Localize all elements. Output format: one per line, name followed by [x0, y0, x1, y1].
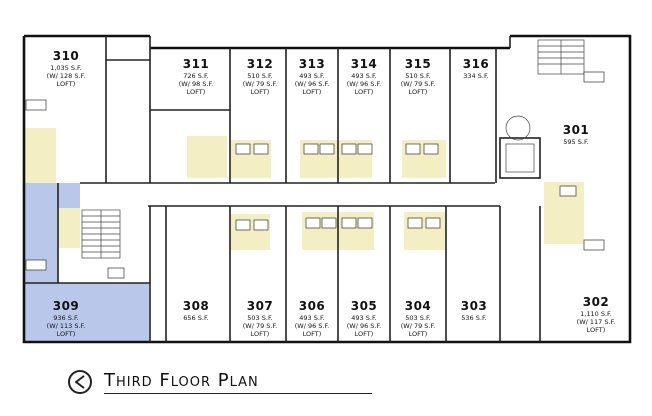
unit-area-306-line1: 493 S.F.: [299, 314, 324, 322]
unit-number-312: 312: [247, 57, 274, 71]
unit-area-309-line2: (W/ 113 S.F.: [47, 322, 86, 330]
unit-area-309-line1: 936 S.F.: [53, 314, 78, 322]
unit-number-306: 306: [299, 299, 326, 313]
elevator-core: [499, 115, 541, 179]
stair-east: [537, 39, 585, 75]
unit-number-304: 304: [405, 299, 432, 313]
unit-area-306-line2: (W/ 96 S.F.: [295, 322, 330, 330]
unit-area-314-line2: (W/ 96 S.F.: [347, 80, 382, 88]
plan-title: Third Floor Plan: [104, 370, 259, 391]
unit-area-311-line3: LOFT): [187, 88, 206, 96]
unit-area-307-line2: (W/ 79 S.F.: [243, 322, 278, 330]
unit-labels: 310 1,035 S.F. (W/ 128 S.F. LOFT) 311 72…: [47, 49, 616, 338]
unit-number-302: 302: [583, 295, 610, 309]
unit-area-308-line1: 656 S.F.: [183, 314, 208, 322]
unit-area-302-line2: (W/ 117 S.F.: [577, 318, 616, 326]
unit-area-307-line1: 503 S.F.: [247, 314, 272, 322]
unit-number-316: 316: [463, 57, 490, 71]
unit-number-309: 309: [53, 299, 80, 313]
unit-area-302-line3: LOFT): [587, 326, 606, 334]
unit-area-315-line3: LOFT): [409, 88, 428, 96]
unit-area-311-line1: 726 S.F.: [183, 72, 208, 80]
unit-area-305-line3: LOFT): [355, 330, 374, 338]
unit-area-310-line3: LOFT): [57, 80, 76, 88]
unit-area-312-line2: (W/ 79 S.F.: [243, 80, 278, 88]
unit-number-315: 315: [405, 57, 432, 71]
unit-area-313-line3: LOFT): [303, 88, 322, 96]
unit-number-313: 313: [299, 57, 326, 71]
stair-west: [81, 209, 121, 259]
unit-area-303-line1: 536 S.F.: [461, 314, 486, 322]
unit-area-315-line1: 510 S.F.: [405, 72, 430, 80]
unit-number-303: 303: [461, 299, 488, 313]
unit-area-316-line1: 334 S.F.: [463, 72, 488, 80]
unit-number-314: 314: [351, 57, 378, 71]
unit-area-304-line1: 503 S.F.: [405, 314, 430, 322]
unit-area-307-line3: LOFT): [251, 330, 270, 338]
unit-number-311: 311: [183, 57, 210, 71]
title-underline: [104, 393, 372, 394]
unit-area-312-line3: LOFT): [251, 88, 270, 96]
unit-number-307: 307: [247, 299, 274, 313]
unit-area-310-line1: 1,035 S.F.: [50, 64, 82, 72]
circle-left-arrow-icon: [68, 370, 92, 394]
unit-area-309-line3: LOFT): [57, 330, 76, 338]
fixtures: [25, 71, 605, 279]
unit-area-304-line2: (W/ 79 S.F.: [401, 322, 436, 330]
unit-area-301-line1: 595 S.F.: [563, 138, 588, 146]
unit-area-305-line1: 493 S.F.: [351, 314, 376, 322]
unit-number-301: 301: [563, 123, 590, 137]
unit-area-306-line3: LOFT): [303, 330, 322, 338]
corridor-walls: [80, 182, 500, 207]
plan-title-block: Third Floor Plan: [66, 366, 372, 400]
unit-area-313-line2: (W/ 96 S.F.: [295, 80, 330, 88]
unit-area-314-line3: LOFT): [355, 88, 374, 96]
unit-number-305: 305: [351, 299, 378, 313]
unit-area-313-line1: 493 S.F.: [299, 72, 324, 80]
unit-area-305-line2: (W/ 96 S.F.: [347, 322, 382, 330]
unit-area-315-line2: (W/ 79 S.F.: [401, 80, 436, 88]
unit-number-308: 308: [183, 299, 210, 313]
south-partitions: [24, 183, 541, 342]
north-partitions: [105, 36, 497, 183]
unit-number-310: 310: [53, 49, 80, 63]
unit-area-310-line2: (W/ 128 S.F.: [47, 72, 86, 80]
unit-area-314-line1: 493 S.F.: [351, 72, 376, 80]
unit-area-311-line2: (W/ 98 S.F.: [179, 80, 214, 88]
unit-area-302-line1: 1,110 S.F.: [580, 310, 612, 318]
unit-area-312-line1: 510 S.F.: [247, 72, 272, 80]
unit-area-304-line3: LOFT): [409, 330, 428, 338]
